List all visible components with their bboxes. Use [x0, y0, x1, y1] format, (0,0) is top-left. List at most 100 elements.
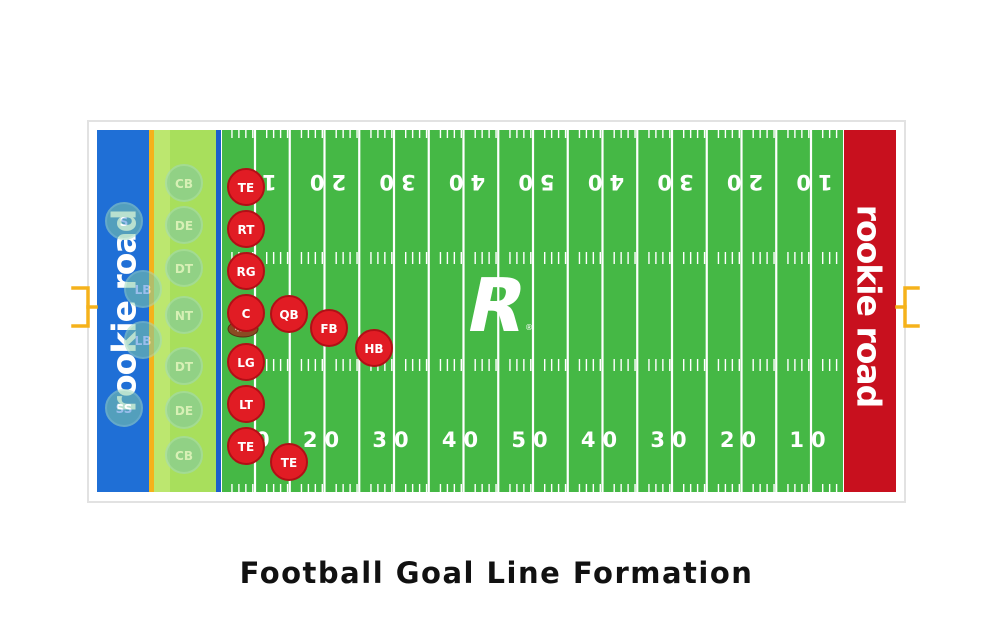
- defense-zone-shade: [152, 130, 170, 492]
- defense-player-marker: [124, 321, 162, 359]
- yard-number: 40: [442, 428, 485, 452]
- offense-player-marker: [355, 329, 393, 367]
- defense-player-label: SS: [116, 402, 133, 416]
- defense-player-marker: [165, 391, 203, 429]
- defense-player-lb-top: LB: [124, 270, 162, 308]
- defense-player-marker: [105, 202, 143, 240]
- offense-player-label: TE: [238, 181, 254, 195]
- yard-number: 20: [720, 170, 763, 194]
- yard-number: 50: [511, 428, 554, 452]
- offense-player-label: RT: [238, 223, 256, 237]
- yard-number: 20: [303, 170, 346, 194]
- offense-player-te-bottom: TE: [227, 427, 265, 465]
- yard-number: 50: [511, 170, 554, 194]
- right-endzone-wordmark: rookie road: [850, 205, 889, 408]
- left-goal-line: [149, 130, 154, 492]
- left-endzone: [97, 130, 149, 492]
- defense-player-label: LB: [135, 283, 152, 297]
- offense-player-marker: [270, 443, 308, 481]
- defense-player-ss: SS: [105, 389, 143, 427]
- defense-player-marker: [105, 389, 143, 427]
- offense-player-label: FB: [320, 322, 337, 336]
- defense-player-dt-bottom: DT: [165, 347, 203, 385]
- offense-player-label: TE: [238, 440, 254, 454]
- defense-player-lb-bottom: LB: [124, 321, 162, 359]
- yard-number: 30: [372, 428, 415, 452]
- offense-player-te-wing: TE: [270, 443, 308, 481]
- right-goalpost-icon: [895, 286, 920, 328]
- defense-player-marker: [165, 296, 203, 334]
- defense-player-marker: [165, 206, 203, 244]
- yard-number: 20: [720, 428, 763, 452]
- yard-number: 10: [789, 170, 832, 194]
- defense-player-label: DT: [175, 360, 194, 374]
- defense-player-marker: [165, 249, 203, 287]
- defense-player-de-top: DE: [165, 206, 203, 244]
- offense-player-marker: [227, 343, 265, 381]
- offense-player-rt: RT: [227, 210, 265, 248]
- defense-player-label: S: [120, 215, 129, 229]
- right-endzone: [844, 130, 896, 492]
- offense-players: TE RT RG C LG LT TE TE QB FB HB: [227, 168, 393, 481]
- diagram-caption: Football Goal Line Formation: [239, 556, 754, 590]
- offense-player-marker: [227, 294, 265, 332]
- defense-player-marker: [124, 270, 162, 308]
- defense-player-cb-bottom: CB: [165, 436, 203, 474]
- yard-number: 20: [303, 428, 346, 452]
- left-endzone-wordmark: rookie road: [105, 210, 144, 413]
- offense-player-lg: LG: [227, 343, 265, 381]
- offense-player-label: C: [242, 307, 251, 321]
- yard-number: 30: [372, 170, 415, 194]
- defense-player-label: DE: [175, 404, 193, 418]
- offense-player-rg: RG: [227, 252, 265, 290]
- yard-number: 30: [650, 170, 693, 194]
- line-of-scrimmage: [216, 130, 221, 492]
- offense-player-label: LG: [237, 356, 255, 370]
- offense-player-c: C: [227, 294, 265, 332]
- offense-player-qb: QB: [270, 295, 308, 333]
- midfield-logo-trademark: ®: [525, 323, 533, 332]
- defense-player-dt-top: DT: [165, 249, 203, 287]
- defense-player-label: DE: [175, 219, 193, 233]
- defense-player-marker: [165, 164, 203, 202]
- defense-player-label: LB: [135, 334, 152, 348]
- defense-player-label: CB: [175, 449, 193, 463]
- defense-player-label: DT: [175, 262, 194, 276]
- offense-player-lt: LT: [227, 385, 265, 423]
- defense-player-de-bottom: DE: [165, 391, 203, 429]
- defense-player-fs: S: [105, 202, 143, 240]
- offense-player-marker: [270, 295, 308, 333]
- defense-player-marker: [165, 347, 203, 385]
- offense-player-label: HB: [364, 342, 383, 356]
- offense-player-label: TE: [281, 456, 297, 470]
- offense-player-fb: FB: [310, 309, 348, 347]
- defense-player-marker: [165, 436, 203, 474]
- offense-player-label: LT: [239, 398, 254, 412]
- offense-player-label: RG: [236, 265, 255, 279]
- offense-player-marker: [227, 168, 265, 206]
- offense-player-label: QB: [279, 308, 298, 322]
- yard-number: 10: [789, 428, 832, 452]
- defense-player-cb-top: CB: [165, 164, 203, 202]
- offense-player-marker: [227, 427, 265, 465]
- offense-player-hb: HB: [355, 329, 393, 367]
- offense-player-marker: [310, 309, 348, 347]
- yard-number: 40: [581, 170, 624, 194]
- defense-player-nt: NT: [165, 296, 203, 334]
- offense-player-marker: [227, 385, 265, 423]
- defense-player-label: CB: [175, 177, 193, 191]
- yard-number: 30: [650, 428, 693, 452]
- yard-number: 40: [442, 170, 485, 194]
- yard-number: 40: [581, 428, 624, 452]
- hash-marks: [231, 130, 838, 492]
- offense-player-marker: [227, 210, 265, 248]
- defense-player-label: NT: [175, 309, 194, 323]
- offense-player-marker: [227, 252, 265, 290]
- left-goalpost-icon: [71, 286, 98, 328]
- offense-player-te-top: TE: [227, 168, 265, 206]
- yard-lines: [253, 130, 813, 492]
